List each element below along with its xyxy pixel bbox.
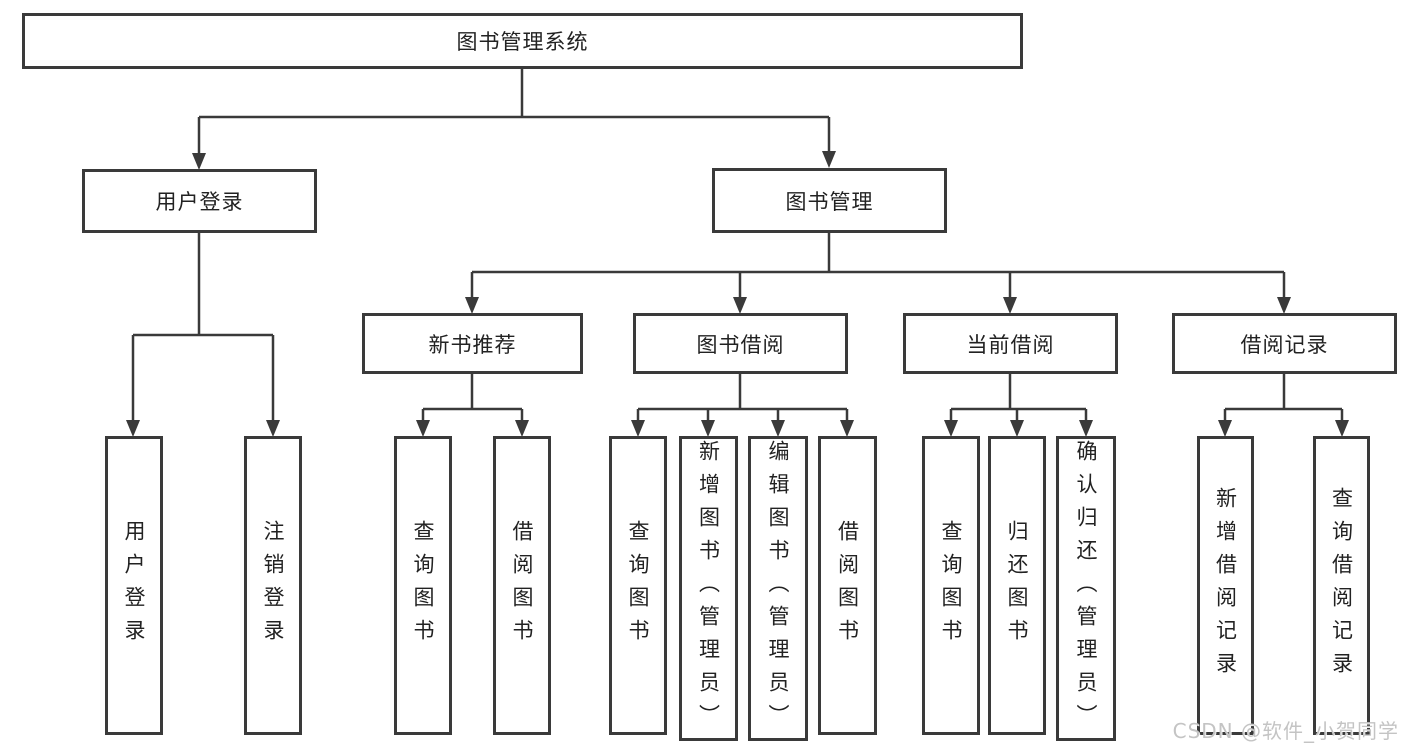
node-root-label: 图书管理系统 [456, 30, 589, 54]
leaf-cb-query-books-label: 查询图书 [939, 519, 963, 652]
leaf-cb-confirm-return-admin: 确认归还（管理员） [1056, 436, 1116, 741]
leaf-nb-borrow-books-label: 借阅图书 [510, 519, 534, 652]
leaf-cb-return-books: 归还图书 [988, 436, 1046, 735]
leaf-bb-edit-books-admin-label: 编辑图书（管理员） [766, 440, 790, 737]
leaf-logout: 注销登录 [244, 436, 302, 735]
node-current-borrowing-label: 当前借阅 [966, 332, 1055, 357]
node-user-login-label: 用户登录 [155, 190, 244, 214]
node-new-book-recommend-label: 新书推荐 [428, 332, 517, 357]
leaf-bb-query-books: 查询图书 [609, 436, 667, 735]
csdn-watermark: CSDN @软件_小贺同学 [1172, 719, 1399, 743]
leaf-bb-borrow-books-label: 借阅图书 [835, 519, 860, 652]
node-root: 图书管理系统 [22, 13, 1023, 69]
node-book-borrowing: 图书借阅 [633, 313, 848, 374]
leaf-cb-confirm-return-admin-label: 确认归还（管理员） [1074, 440, 1098, 737]
node-current-borrowing: 当前借阅 [903, 313, 1118, 374]
leaf-user-login-label: 用户登录 [122, 519, 146, 652]
node-borrow-records: 借阅记录 [1172, 313, 1397, 374]
leaf-nb-borrow-books: 借阅图书 [493, 436, 551, 735]
leaf-bb-edit-books-admin: 编辑图书（管理员） [748, 436, 808, 741]
leaf-br-query-record: 查询借阅记录 [1313, 436, 1370, 735]
leaf-nb-query-books: 查询图书 [394, 436, 452, 735]
leaf-br-add-record-label: 新增借阅记录 [1213, 486, 1238, 685]
leaf-cb-query-books: 查询图书 [922, 436, 980, 735]
leaf-bb-borrow-books: 借阅图书 [818, 436, 877, 735]
node-book-management-label: 图书管理 [785, 189, 874, 214]
node-user-login: 用户登录 [82, 169, 317, 233]
node-book-borrowing-label: 图书借阅 [696, 332, 785, 357]
leaf-bb-add-books-admin-label: 新增图书（管理员） [696, 440, 721, 737]
leaf-br-query-record-label: 查询借阅记录 [1329, 486, 1354, 685]
leaf-nb-query-books-label: 查询图书 [411, 519, 435, 652]
leaf-bb-add-books-admin: 新增图书（管理员） [679, 436, 738, 741]
leaf-cb-return-books-label: 归还图书 [1005, 519, 1029, 652]
leaf-br-add-record: 新增借阅记录 [1197, 436, 1254, 735]
leaf-bb-query-books-label: 查询图书 [626, 519, 650, 652]
leaf-logout-label: 注销登录 [261, 519, 285, 652]
node-new-book-recommend: 新书推荐 [362, 313, 583, 374]
node-borrow-records-label: 借阅记录 [1240, 332, 1329, 357]
node-book-management: 图书管理 [712, 168, 947, 233]
leaf-user-login: 用户登录 [105, 436, 163, 735]
